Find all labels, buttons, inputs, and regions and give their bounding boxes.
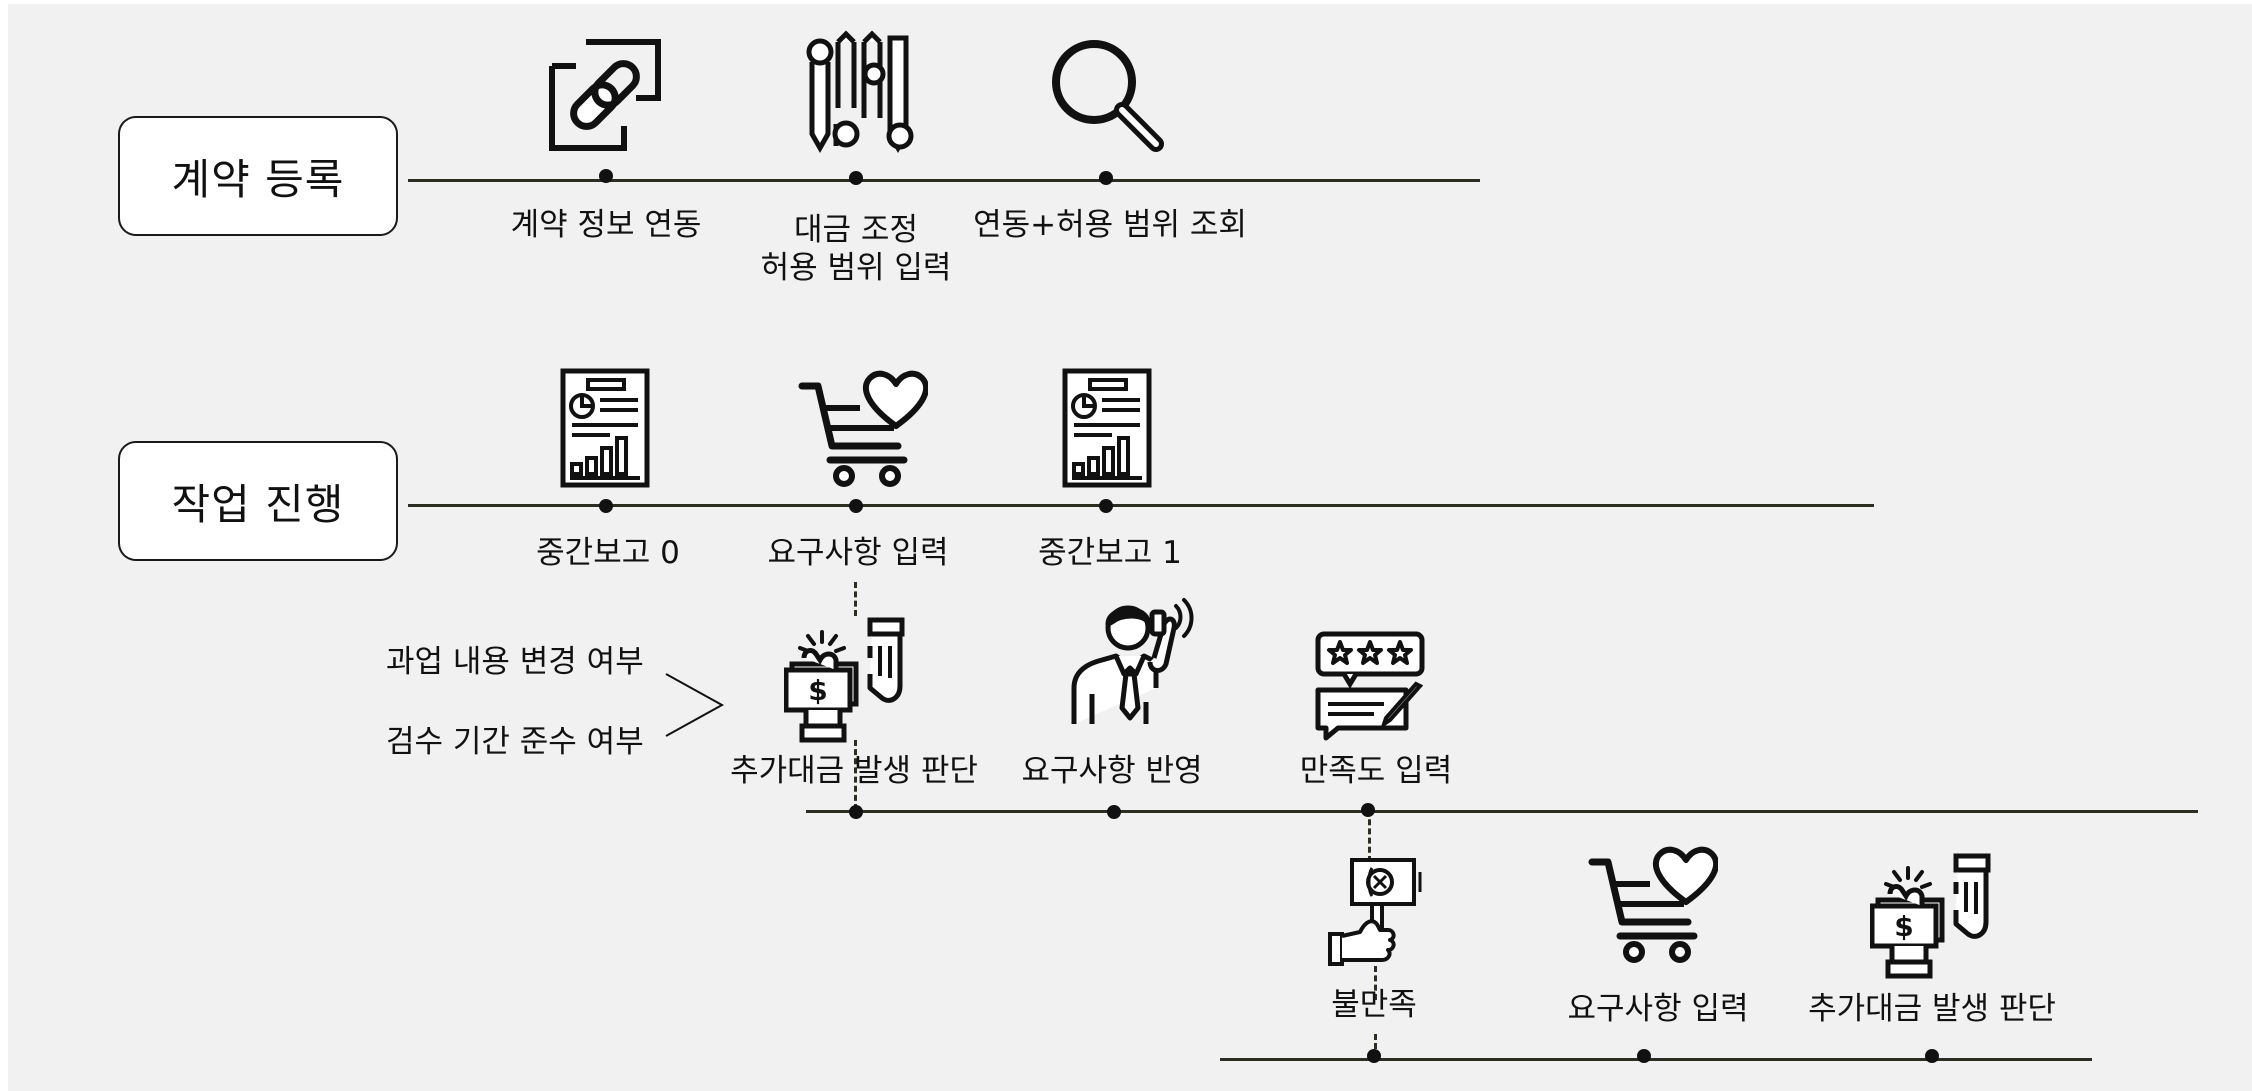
report-icon (560, 368, 650, 492)
dissatisfaction-timeline (1220, 1058, 2092, 1061)
search-icon (1048, 36, 1164, 156)
step-label-line: 대금 조정 (794, 212, 918, 248)
timeline-dot (1367, 1049, 1381, 1063)
step-label-interim-1: 중간보고 1 (1038, 535, 1182, 571)
step-label-lookup: 연동+허용 범위 조회 (973, 207, 1247, 243)
timeline-dot (1099, 171, 1113, 185)
branch-connector-dissatisfaction-bottom (1374, 1034, 1377, 1058)
rating-review-icon (1314, 630, 1426, 744)
stage-contract-registration: 계약 등록 (118, 116, 398, 236)
step-label-dissatisfied: 불만족 (1331, 987, 1417, 1023)
stage-title: 계약 등록 (171, 154, 345, 204)
branch-connector-requirements (854, 582, 857, 616)
step-label-contract-link: 계약 정보 연동 (510, 207, 702, 243)
branch-connector-dissatisfaction-low (1374, 966, 1377, 1000)
timeline-dot (599, 499, 613, 513)
businessman-phone-icon (1068, 598, 1198, 732)
step-label-requirements: 요구사항 입력 (767, 535, 949, 571)
money-hand-icon (784, 616, 914, 750)
timeline-dot (1107, 805, 1121, 819)
branch-connector-dissatisfaction (1368, 810, 1371, 862)
sliders-icon (806, 30, 918, 160)
step-label-extra-cost-2: 추가대금 발생 판단 (1808, 991, 2056, 1027)
cart-heart-icon (1588, 844, 1718, 968)
stage-work-progress: 작업 진행 (118, 441, 398, 561)
review-timeline (806, 810, 2198, 813)
stage-title: 작업 진행 (171, 479, 345, 529)
timeline-dot (849, 499, 863, 513)
timeline-dot (1637, 1049, 1651, 1063)
step-label-satisfaction: 만족도 입력 (1299, 753, 1453, 789)
timeline-dot (1099, 499, 1113, 513)
thumbs-sign-icon (1328, 856, 1422, 972)
report-icon (1062, 368, 1152, 492)
link-icon (546, 36, 664, 158)
contract-timeline (408, 179, 1480, 182)
timeline-dot (1361, 803, 1375, 817)
criteria-inspection-deadline: 검수 기간 준수 여부 (386, 724, 644, 760)
flow-diagram: 계약 등록 작업 진행 계약 정보 연동 (8, 4, 2252, 1091)
step-label-interim-0: 중간보고 0 (536, 535, 680, 571)
criteria-scope-change: 과업 내용 변경 여부 (386, 644, 644, 680)
step-label-reflect: 요구사항 반영 (1021, 753, 1203, 789)
work-timeline (408, 504, 1874, 507)
step-label-extra-cost: 추가대금 발생 판단 (730, 753, 978, 789)
money-hand-icon (1870, 852, 2000, 986)
timeline-dot (849, 171, 863, 185)
branch-connector-money-to-review (854, 740, 857, 810)
timeline-dot (1925, 1049, 1939, 1063)
timeline-dot (849, 805, 863, 819)
timeline-dot (599, 169, 613, 183)
step-label-requirements-2: 요구사항 입력 (1567, 991, 1749, 1027)
step-label-price-range: 대금 조정 (794, 211, 918, 249)
cart-heart-icon (798, 368, 928, 492)
step-label-price-range-line2: 허용 범위 입력 (760, 250, 952, 286)
criteria-arrow (664, 672, 726, 742)
